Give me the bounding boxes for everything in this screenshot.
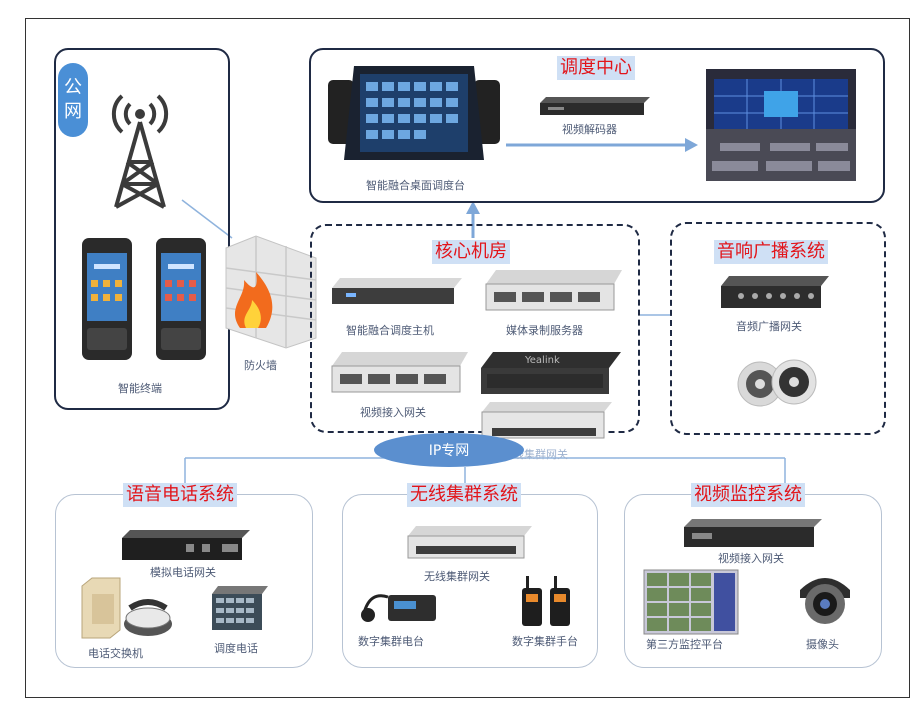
smartphone-icon (82, 238, 132, 360)
dispatch-phone-icon (212, 586, 268, 630)
analog-phone-gateway-icon (122, 530, 250, 560)
trunk-gateway-caption: 无线集群网关 (424, 570, 490, 583)
diagram-frame (25, 18, 910, 698)
firewall-caption: 防火墙 (244, 359, 277, 372)
radio-station-icon (361, 594, 436, 622)
server-icon (485, 270, 622, 311)
handheld-radio-icon (522, 576, 570, 626)
trunk-gateway-icon (407, 526, 532, 559)
speaker-icon (737, 359, 817, 407)
decoder-caption: 视频解码器 (562, 123, 617, 136)
server-icon (331, 352, 468, 393)
smartphone-icon (156, 238, 206, 360)
audio-gateway-icon (721, 276, 829, 308)
core-device-caption: 智能融合调度主机 (346, 324, 434, 337)
voice-system-title: 语音电话系统 (123, 483, 237, 507)
core-device-caption: 媒体录制服务器 (506, 324, 583, 337)
firewall-icon (225, 235, 317, 349)
video-wall-photo (706, 69, 856, 181)
console-caption: 智能融合桌面调度台 (366, 179, 465, 192)
brand-label: Yealink (525, 355, 560, 366)
broadcast-panel (670, 222, 886, 435)
public-network-badge: 公 网 (58, 63, 88, 137)
server-icon (481, 352, 621, 394)
station-caption: 数字集群电台 (358, 635, 424, 648)
video-decoder-icon (540, 97, 650, 115)
server-icon (332, 278, 462, 304)
broadcast-title: 音响广播系统 (714, 240, 828, 264)
cell-tower-icon (111, 94, 169, 209)
ip-network-label: IP专网 (374, 433, 524, 467)
terminal-caption: 智能终端 (118, 382, 162, 395)
core-room-title: 核心机房 (432, 240, 510, 264)
trunk-system-title: 无线集群系统 (407, 483, 521, 507)
voice-gateway-caption: 模拟电话网关 (150, 566, 216, 579)
phone-caption: 调度电话 (214, 642, 258, 655)
video-system-title: 视频监控系统 (691, 483, 805, 507)
public-network-panel (54, 48, 230, 410)
server-icon (481, 402, 612, 439)
handset-caption: 数字集群手台 (512, 635, 578, 648)
camera-icon (800, 578, 850, 624)
desktop-console-icon (328, 66, 500, 160)
phone-exchange-icon (81, 577, 172, 639)
monitoring-platform-icon (643, 569, 739, 635)
dispatch-center-title: 调度中心 (557, 56, 635, 80)
video-gateway-icon (684, 519, 822, 547)
core-device-caption: 视频接入网关 (360, 406, 426, 419)
camera-caption: 摄像头 (806, 638, 839, 651)
core-room-panel (310, 224, 640, 433)
exchange-caption: 电话交换机 (88, 647, 143, 660)
audio-gateway-caption: 音频广播网关 (736, 320, 802, 333)
video-gateway-caption: 视频接入网关 (718, 552, 784, 565)
dispatch-center-panel (309, 48, 885, 203)
platform-caption: 第三方监控平台 (646, 638, 723, 651)
